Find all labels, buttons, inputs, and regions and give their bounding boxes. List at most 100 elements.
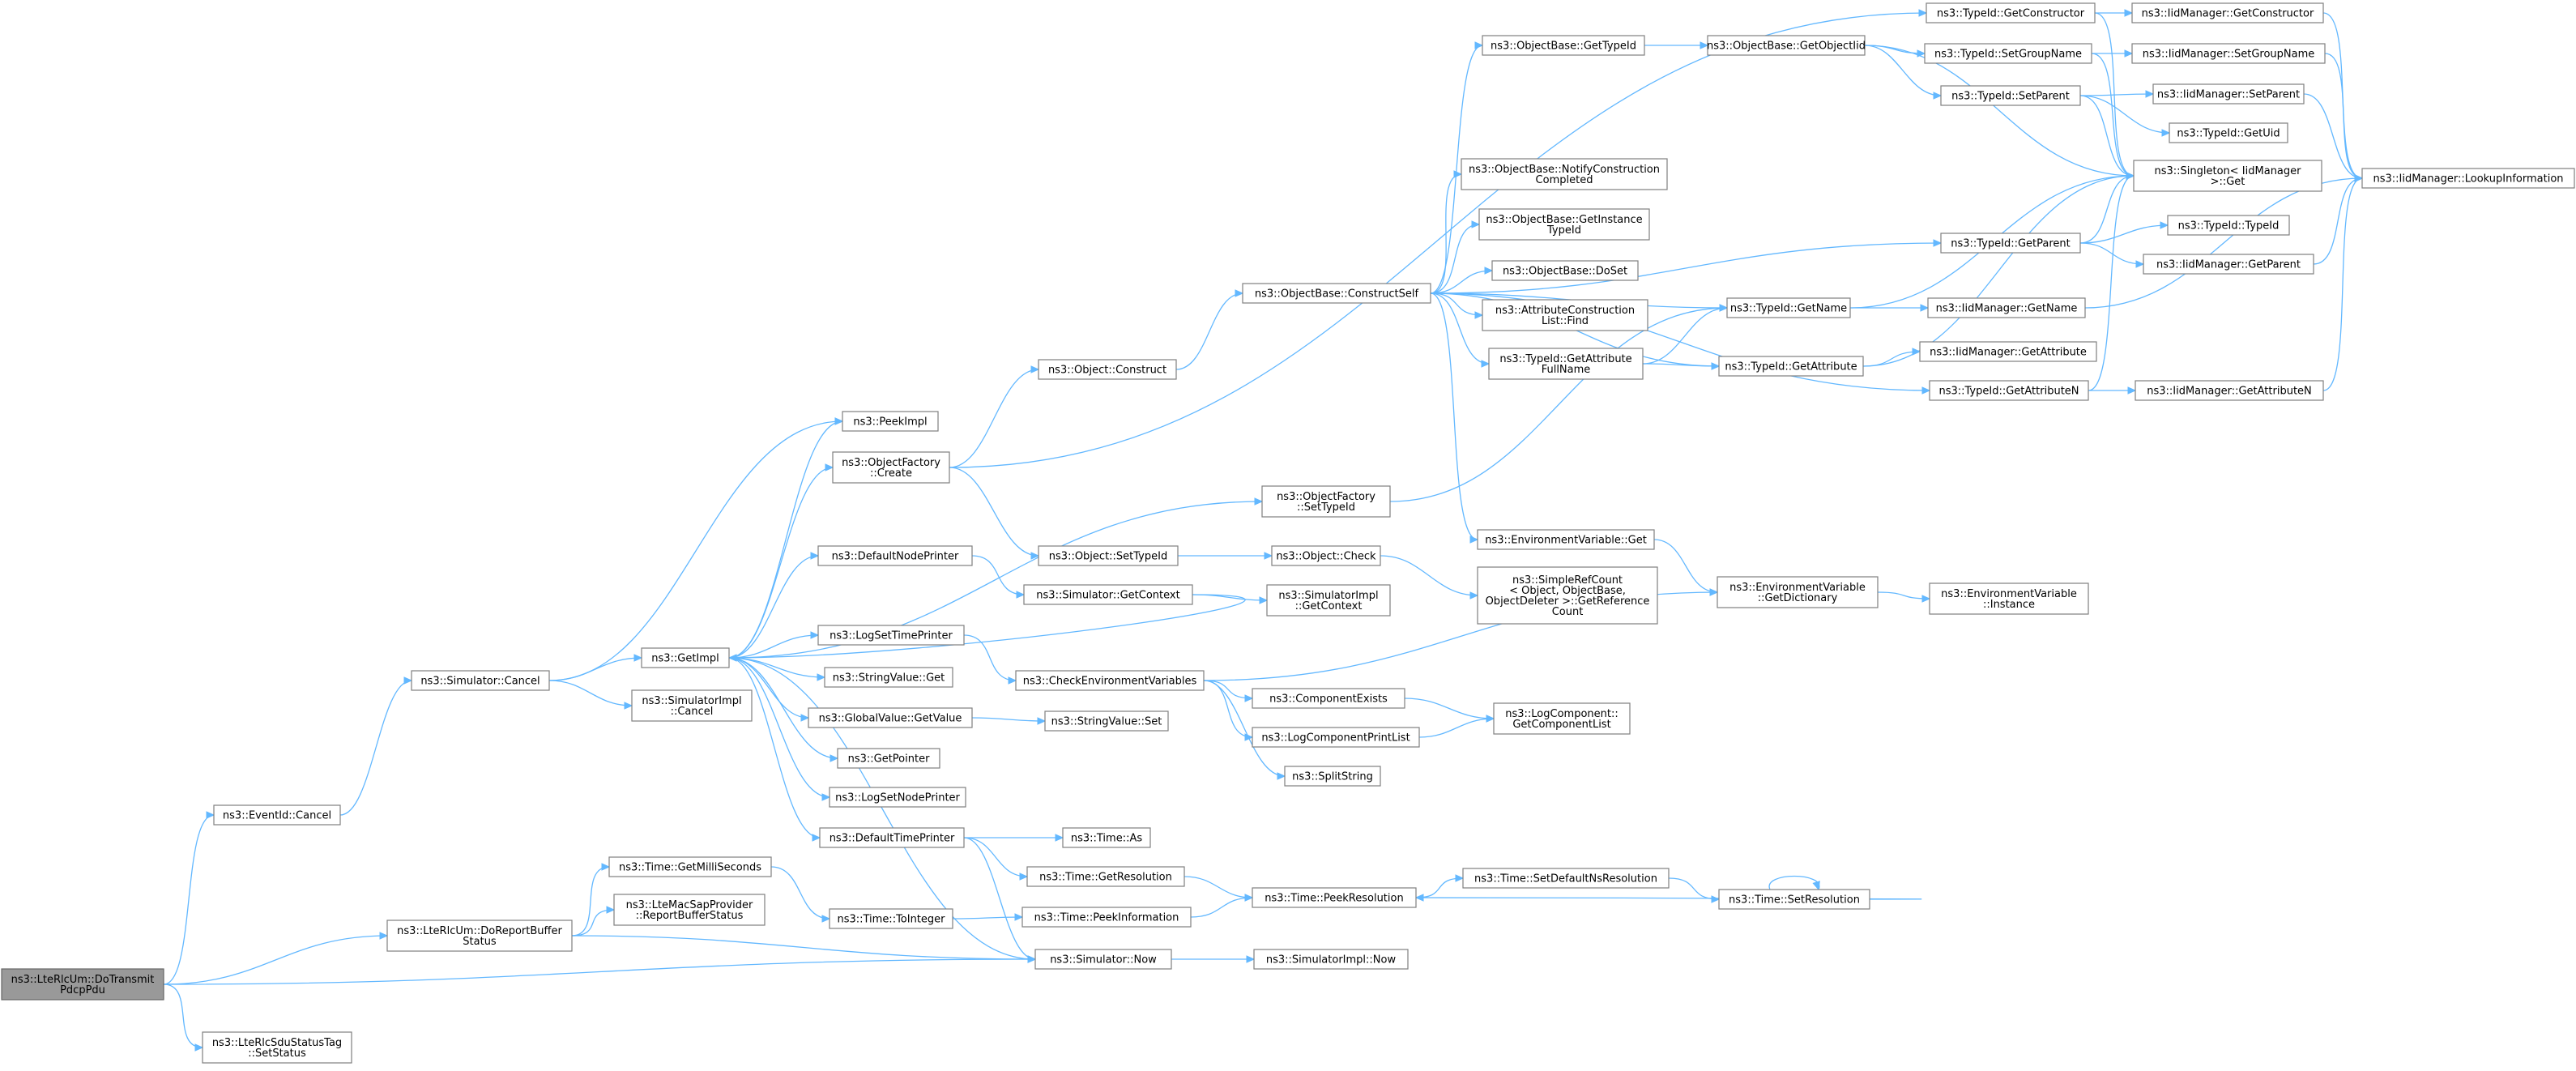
function-node[interactable]: ns3::ObjectFactory::SetTypeId [1261,485,1391,518]
node-box [1044,710,1169,732]
function-node[interactable]: ns3::Time::ToInteger [829,908,953,929]
call-edge [1642,362,1721,370]
function-node[interactable]: ns3::PeekImpl [842,411,939,432]
node-label: ns3::ObjectBase::NotifyConstruction [1469,164,1660,176]
function-node[interactable]: ns3::ObjectBase::DoSet [1491,260,1639,281]
edge-arrowhead [1264,552,1273,560]
node-label: ns3::TypeId::GetAttribute [1725,361,1857,373]
function-node[interactable]: ns3::ObjectBase::NotifyConstructionCompl… [1461,158,1668,190]
function-node[interactable]: ns3::CheckEnvironmentVariables [1015,670,1205,691]
edge-path [971,555,1025,595]
function-node[interactable]: ns3::IidManager::GetAttribute [1919,341,2097,362]
function-node[interactable]: ns3::TypeId::GetConstructor [1926,2,2096,23]
function-node[interactable]: ns3::TypeId::GetUid [2169,122,2288,143]
node-label: ns3::CheckEnvironmentVariables [1023,676,1197,688]
function-node[interactable]: ns3::TypeId::SetParent [1940,85,2081,106]
function-node[interactable]: ns3::Time::GetResolution [1026,866,1185,887]
function-node[interactable]: ns3::SimulatorImpl::Cancel [631,689,753,722]
edge-arrowhead [834,417,844,425]
function-node[interactable]: ns3::Time::SetDefaultNsResolution [1462,868,1670,889]
function-node[interactable]: ns3::TypeId::GetAttributeN [1929,380,2089,401]
function-node[interactable]: ns3::Object::Check [1271,545,1381,566]
function-node[interactable]: ns3::LteMacSapProvider::ReportBufferStat… [613,894,766,926]
edge-arrowhead [1055,834,1064,842]
function-node[interactable]: ns3::LogSetNodePrinter [829,787,966,808]
call-edge [728,657,821,842]
function-node[interactable]: ns3::DefaultNodePrinter [817,545,973,566]
function-node[interactable]: ns3::IidManager::GetName [1927,297,2086,318]
call-edge [2322,174,2364,391]
function-node[interactable]: ns3::TypeId::SetGroupName [1924,43,2092,64]
node-box [1477,566,1658,625]
function-node[interactable]: ns3::StringValue::Get [824,667,953,688]
edge-path [1430,292,1478,540]
function-node[interactable]: ns3::EventId::Cancel [213,804,341,826]
function-node[interactable]: ns3::IidManager::GetConstructor [2131,2,2324,23]
function-node[interactable]: ns3::DefaultTimePrinter [819,827,965,848]
function-node[interactable]: ns3::IidManager::SetParent [2152,83,2305,105]
function-node[interactable]: ns3::SimulatorImpl::Now [1253,949,1409,970]
node-box [817,545,973,566]
edge-arrowhead [1455,874,1465,882]
function-node[interactable]: ns3::Singleton< IidManager>::Get [2133,160,2322,192]
function-node[interactable]: ns3::TypeId::GetName [1726,297,1851,318]
function-node[interactable]: ns3::Simulator::GetContext [1023,584,1193,605]
call-edge [728,657,831,801]
node-box [1926,2,2096,23]
function-node[interactable]: ns3::Time::SetResolution [1718,889,1870,910]
function-node[interactable]: ns3::EnvironmentVariable::GetDictionary [1717,576,1879,608]
edge-arrowhead [1719,304,1729,312]
function-node[interactable]: ns3::Time::As [1062,827,1151,848]
edge-arrowhead [800,714,810,722]
function-node[interactable]: ns3::TypeId::TypeId [2167,215,2290,236]
function-node[interactable]: ns3::GetImpl [641,647,730,668]
function-node[interactable]: ns3::EnvironmentVariable::Instance [1929,582,2089,615]
edge-arrowhead [2124,49,2134,58]
function-node[interactable]: ns3::IidManager::LookupInformation [2361,168,2575,189]
function-node[interactable]: ns3::Time::GetMilliSeconds [608,856,772,877]
call-edge [571,863,611,937]
function-node[interactable]: ns3::IidManager::SetGroupName [2131,43,2326,64]
node-label: ns3::TypeId::TypeId [2178,220,2280,233]
function-node[interactable]: ns3::LogComponentPrintList [1252,727,1420,748]
node-label: ::Instance [1983,599,2035,611]
function-node[interactable]: ns3::ObjectBase::GetObjectIid [1707,35,1866,56]
function-node[interactable]: ns3::Time::PeekInformation [1021,907,1192,928]
function-node[interactable]: ns3::Simulator::Cancel [411,670,550,691]
node-box [631,689,753,722]
function-node[interactable]: ns3::LteRlcSduStatusTag::SetStatus [202,1031,352,1064]
function-node[interactable]: ns3::SplitString [1284,766,1381,787]
function-node[interactable]: ns3::TypeId::GetParent [1940,233,2081,254]
function-node[interactable]: ns3::StringValue::Set [1044,710,1169,732]
edge-arrowhead [1474,311,1484,319]
function-node[interactable]: ns3::Object::SetTypeId [1038,545,1179,566]
function-node[interactable]: ns3::GetPointer [837,748,940,769]
function-node[interactable]: ns3::GlobalValue::GetValue [808,707,973,728]
function-node[interactable]: ns3::ObjectBase::GetTypeId [1482,35,1645,56]
function-node[interactable]: ns3::ObjectFactory::Create [832,451,950,484]
function-node[interactable]: ns3::SimulatorImpl::GetContext [1266,584,1391,617]
function-node[interactable]: ns3::IidManager::GetParent [2143,254,2314,275]
function-node[interactable]: ns3::EnvironmentVariable::Get [1477,529,1655,550]
function-node[interactable]: ns3::SimpleRefCount< Object, ObjectBase,… [1477,566,1658,625]
edge-arrowhead [1008,676,1017,685]
function-node[interactable]: ns3::Time::PeekResolution [1252,887,1417,908]
edge-path [728,420,843,659]
node-box [1718,889,1870,910]
function-node[interactable]: ns3::Object::Construct [1038,359,1177,380]
function-node[interactable]: ns3::ObjectBase::ConstructSelf [1242,283,1431,304]
function-node[interactable]: ns3::LogSetTimePrinter [817,625,965,646]
function-node[interactable]: ns3::ComponentExists [1252,688,1405,709]
function-node[interactable]: ns3::IidManager::GetAttributeN [2135,380,2324,401]
node-box [1266,584,1391,617]
edge-path [1380,555,1478,596]
function-node[interactable]: ns3::LogComponent::GetComponentList [1493,702,1631,735]
function-node[interactable]: ns3::Simulator::Now [1034,949,1172,970]
function-node[interactable]: ns3::TypeId::GetAttribute [1718,356,1864,377]
edge-path [728,555,819,659]
